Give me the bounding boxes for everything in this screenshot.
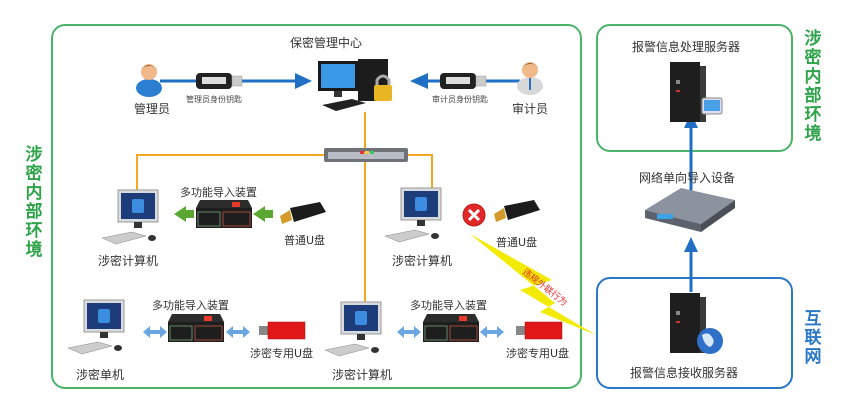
secret-computer-left-label: 涉密计算机 <box>98 254 159 268</box>
network-line-right <box>405 154 433 190</box>
secret-usb-bottom-mid-icon <box>516 321 563 340</box>
lightning-bolt <box>470 234 596 335</box>
admin-label: 管理员 <box>134 102 171 116</box>
network-line-left <box>136 154 327 195</box>
processing-server-icon <box>670 62 723 122</box>
secret-computer-bottom-label: 涉密计算机 <box>332 368 393 382</box>
auditor-label: 审计员 <box>512 102 549 116</box>
green-arrow-usb-to-device <box>253 206 273 222</box>
import-device-bottom-left-label: 多功能导入装置 <box>152 299 229 312</box>
auditor-arrow-head <box>410 73 428 89</box>
admin-person-icon <box>136 64 162 97</box>
secret-usb-bottom-left-icon <box>259 321 306 340</box>
admin-key-label: 管理员身份钥匙 <box>186 95 242 104</box>
internal-environment-zone <box>51 24 582 389</box>
violation-x-icon <box>462 203 486 227</box>
gateway-label: 网络单向导入设备 <box>639 171 736 185</box>
receiving-up-arrow-head <box>684 237 698 252</box>
import-device-bottom-mid-label: 多功能导入装置 <box>410 299 487 312</box>
import-device-left-label: 多功能导入装置 <box>180 186 257 199</box>
auditor-key-label: 审计员身份钥匙 <box>432 95 488 104</box>
one-way-gateway-icon <box>645 188 735 232</box>
standalone-computer-label: 涉密单机 <box>76 368 125 382</box>
internal-server-zone-label: 涉密内部环境 <box>804 29 822 144</box>
receiving-server-label: 报警信息接收服务器 <box>630 366 739 380</box>
admin-arrow-head <box>295 73 312 89</box>
import-device-bottom-left-icon <box>168 314 224 342</box>
security-management-center-title: 保密管理中心 <box>290 36 363 50</box>
internal-server-zone <box>596 24 793 152</box>
internet-zone-label: 互联网 <box>804 309 822 367</box>
internal-environment-label: 涉密内部环境 <box>25 145 43 260</box>
bidir-arrow-pc-device-left <box>143 326 167 338</box>
import-device-bottom-mid-icon <box>423 314 479 342</box>
network-switch-icon <box>324 148 408 162</box>
standalone-computer-icon <box>67 299 125 355</box>
processing-server-label: 报警信息处理服务器 <box>632 40 741 54</box>
receiving-server-icon <box>670 293 723 354</box>
ordinary-usb-middle-label: 普通U盘 <box>496 236 538 249</box>
secret-computer-middle-icon <box>384 187 442 243</box>
ordinary-usb-left-icon <box>280 202 326 224</box>
internet-zone <box>596 277 793 389</box>
green-arrow-device-to-pc <box>174 206 194 222</box>
auditor-key-icon <box>440 73 487 89</box>
secret-computer-bottom-icon <box>324 301 382 357</box>
admin-usb-key-icon <box>196 73 243 89</box>
import-device-left-icon <box>196 200 252 228</box>
secret-usb-bottom-mid-label: 涉密专用U盘 <box>506 347 570 360</box>
bidir-arrow-pc-device-mid <box>397 326 421 338</box>
ordinary-usb-middle-icon <box>494 200 540 222</box>
bidir-arrow-device-usb-mid <box>480 326 504 338</box>
secret-computer-middle-label: 涉密计算机 <box>392 254 453 268</box>
auditor-person-icon <box>517 62 543 95</box>
management-computer-icon <box>318 59 392 111</box>
bidir-arrow-device-usb-left <box>226 326 250 338</box>
secret-usb-bottom-left-label: 涉密专用U盘 <box>250 347 314 360</box>
ordinary-usb-left-label: 普通U盘 <box>284 234 326 247</box>
secret-computer-left-icon <box>101 189 159 245</box>
